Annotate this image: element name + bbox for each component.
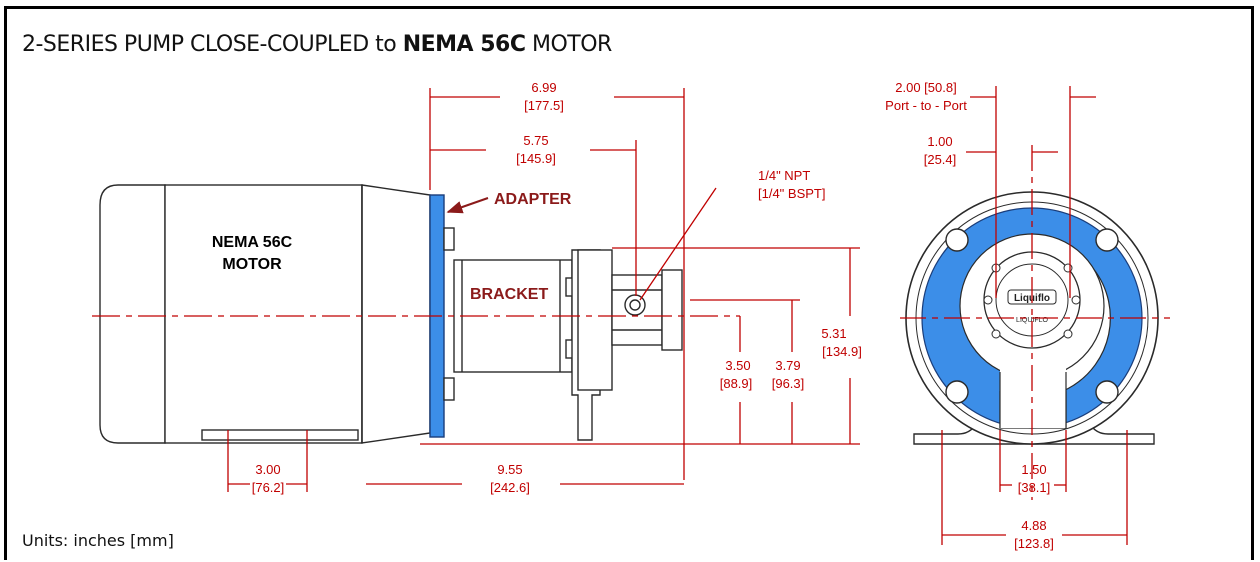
dim-150-mm: [38.1] — [1018, 480, 1051, 495]
units-note: Units: inches [mm] — [22, 531, 174, 550]
port-note-line1: 1/4" NPT — [758, 168, 810, 183]
bracket-label: BRACKET — [470, 286, 548, 303]
side-dimensions — [227, 88, 860, 492]
adapter-label: ADAPTER — [494, 191, 572, 208]
motor-foot — [201, 429, 359, 441]
pump-cover — [661, 269, 683, 351]
adapter-bolt — [443, 227, 455, 251]
title-suffix: MOTOR — [525, 32, 612, 57]
dim-531-in: 5.31 — [821, 326, 846, 341]
dim-699-in: 6.99 — [531, 80, 556, 95]
mount-hole — [1095, 380, 1119, 404]
mount-hole — [945, 228, 969, 252]
dim-379-mm: [96.3] — [772, 376, 805, 391]
title-bold: NEMA 56C — [402, 32, 526, 57]
pump-flange — [577, 249, 613, 391]
motor-taper — [361, 184, 431, 444]
pump-head — [611, 274, 663, 346]
dim-350-mm: [88.9] — [720, 376, 753, 391]
side-view — [99, 184, 683, 444]
motor-body — [164, 184, 363, 444]
title-prefix: 2-SERIES PUMP CLOSE-COUPLED to — [22, 32, 403, 57]
dim-100-mm: [25.4] — [924, 152, 957, 167]
dim-200-sub: Port - to - Port — [885, 98, 967, 113]
dim-100-in: 1.00 — [927, 134, 952, 149]
dim-200-in: 2.00 [50.8] — [895, 80, 956, 95]
motor-label-line2: MOTOR — [222, 256, 282, 273]
dim-955-in: 9.55 — [497, 462, 522, 477]
adapter-bolt — [443, 377, 455, 401]
dim-955-mm: [242.6] — [490, 480, 530, 495]
dim-150-in: 1.50 — [1021, 462, 1046, 477]
drawing-title: 2-SERIES PUMP CLOSE-COUPLED to NEMA 56C … — [22, 32, 612, 57]
front-dimensions — [900, 86, 1170, 545]
dim-300-mm: [76.2] — [252, 480, 285, 495]
dim-531-mm: [134.9] — [822, 344, 862, 359]
dim-300-in: 3.00 — [255, 462, 280, 477]
logo-subtext: LIQUIFLO — [1016, 317, 1048, 324]
dim-488-mm: [123.8] — [1014, 536, 1054, 551]
dim-350-in: 3.50 — [725, 358, 750, 373]
dim-488-in: 4.88 — [1021, 518, 1046, 533]
adapter-arrow — [446, 197, 489, 214]
dim-699-mm: [177.5] — [524, 98, 564, 113]
dim-575-mm: [145.9] — [516, 151, 556, 166]
port-note-line2: [1/4" BSPT] — [758, 186, 825, 201]
motor-end-cap — [99, 184, 166, 444]
dim-575-in: 5.75 — [523, 133, 548, 148]
dim-379-in: 3.79 — [775, 358, 800, 373]
motor-label-line1: NEMA 56C — [212, 234, 293, 251]
mount-hole — [945, 380, 969, 404]
drawing-frame — [4, 6, 1254, 560]
mount-hole — [1095, 228, 1119, 252]
